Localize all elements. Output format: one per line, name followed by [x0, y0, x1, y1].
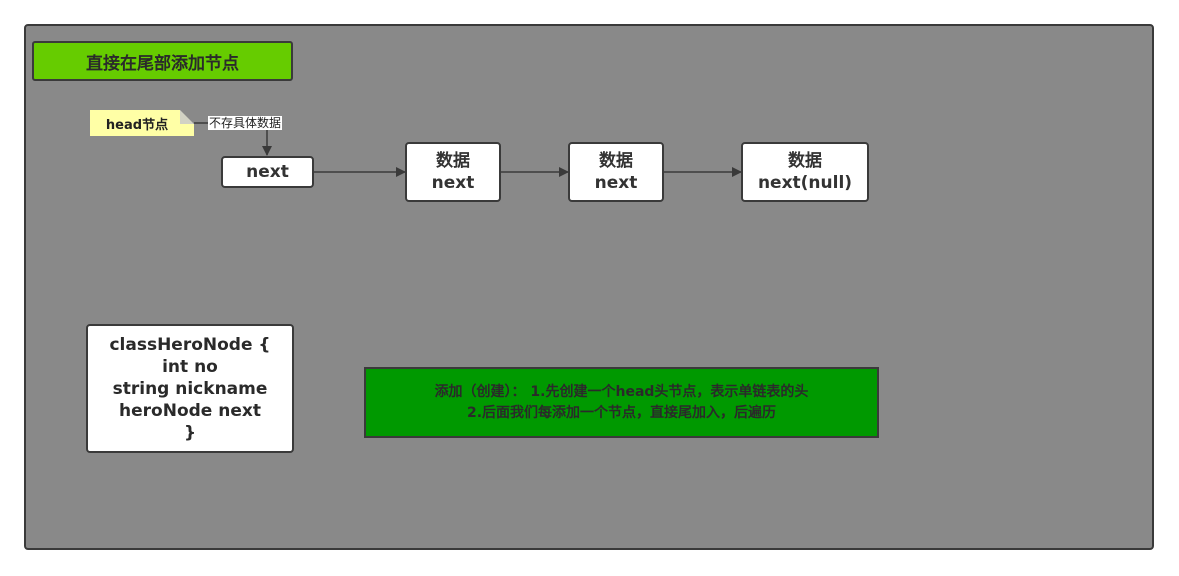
class-line: string nickname: [112, 378, 268, 399]
list-node-head: next: [221, 156, 314, 188]
list-node-1: 数据 next: [405, 142, 501, 202]
class-definition-box: classHeroNode { int no string nickname h…: [86, 324, 294, 453]
description-line-1: 添加（创建）： 1.先创建一个head头节点，表示单链表的头: [434, 383, 809, 400]
node-field-next: next(null): [757, 173, 853, 193]
head-note-label: head节点: [90, 110, 194, 136]
description-box: 添加（创建）： 1.先创建一个head头节点，表示单链表的头 2.后面我们每添加…: [364, 367, 879, 438]
node-field-data: 数据: [599, 151, 633, 171]
class-line: heroNode next: [119, 400, 261, 421]
note-fold-corner: [180, 110, 194, 124]
description-line-2: 2.后面我们每添加一个节点，直接尾加入，后遍历: [466, 404, 777, 421]
list-node-tail: 数据 next(null): [741, 142, 869, 202]
node-field-next: next: [246, 162, 289, 182]
class-line: }: [183, 422, 197, 443]
class-line: classHeroNode {: [109, 334, 271, 355]
diagram-title: 直接在尾部添加节点: [32, 41, 293, 81]
head-edge-label: 不存具体数据: [208, 116, 283, 130]
class-line: int no: [162, 356, 218, 377]
node-field-data: 数据: [788, 151, 822, 171]
diagram-canvas: [24, 24, 1154, 550]
node-field-next: next: [594, 173, 638, 193]
list-node-2: 数据 next: [568, 142, 664, 202]
node-field-data: 数据: [436, 151, 470, 171]
node-field-next: next: [431, 173, 475, 193]
head-note: head节点: [90, 110, 194, 136]
